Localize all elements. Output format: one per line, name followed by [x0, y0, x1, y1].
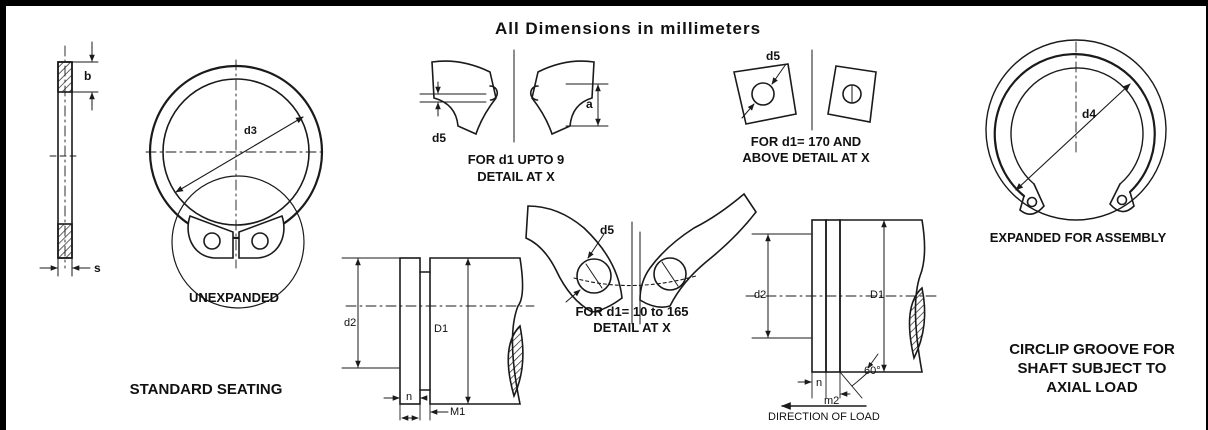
unexpanded-caption: UNEXPANDED [188, 290, 280, 305]
dim-d2-label-axial: d2 [754, 289, 767, 301]
dim-m2-label: m2 [824, 395, 840, 407]
detail-10-165-caption-line2: DETAIL AT X [593, 320, 671, 335]
dim-n-label-axial: n [816, 377, 823, 389]
dim-d3-label: d3 [244, 125, 257, 137]
dim-d5-label-10-165: d5 [600, 223, 615, 237]
dim-n-label-standard: n [406, 391, 413, 403]
axial-load-shaft [745, 219, 937, 410]
ring-side-section [39, 41, 99, 277]
detail-170-caption-line2: ABOVE DETAIL AT X [742, 150, 870, 165]
technical-drawing [39, 39, 1167, 421]
dim-d5-label-170: d5 [766, 49, 781, 63]
dim-D1-label-standard: D1 [434, 323, 449, 335]
detail-upto9-caption-line1: FOR d1 UPTO 9 [467, 152, 565, 167]
detail-170-caption-line1: FOR d1= 170 AND [750, 134, 862, 149]
direction-of-load-caption: DIRECTION OF LOAD [768, 411, 880, 423]
axial-caption-line1: CIRCLIP GROOVE FOR [1009, 341, 1175, 358]
dim-d5-label-upto9: d5 [432, 131, 447, 145]
expanded-caption: EXPANDED FOR ASSEMBLY [989, 230, 1167, 245]
dim-M1-label: M1 [450, 406, 466, 418]
standard-seating-shaft [341, 257, 535, 421]
dim-d2-label-standard: d2 [344, 317, 357, 329]
axial-caption-line2: SHAFT SUBJECT TO [1017, 360, 1167, 377]
standard-seating-caption: STANDARD SEATING [129, 381, 283, 398]
unexpanded-ring [145, 59, 327, 309]
dim-D1-label-axial: D1 [870, 289, 885, 301]
axial-caption-line3: AXIAL LOAD [1046, 379, 1138, 396]
detail-10-165-caption-line1: FOR d1= 10 to 165 [575, 304, 689, 319]
dim-s-label: s [94, 261, 101, 275]
detail-10-to-165 [525, 192, 757, 325]
detail-upto9-caption-line2: DETAIL AT X [477, 169, 555, 184]
dim-angle-label: 60° [864, 365, 881, 377]
detail-170-above [733, 49, 877, 131]
dim-d4-label: d4 [1082, 107, 1097, 121]
dim-b-label: b [84, 69, 92, 83]
expanded-ring [985, 39, 1167, 221]
dim-a-label: a [586, 97, 593, 111]
detail-upto-9 [419, 49, 609, 143]
page-title: All Dimensions in millimeters [494, 19, 762, 38]
